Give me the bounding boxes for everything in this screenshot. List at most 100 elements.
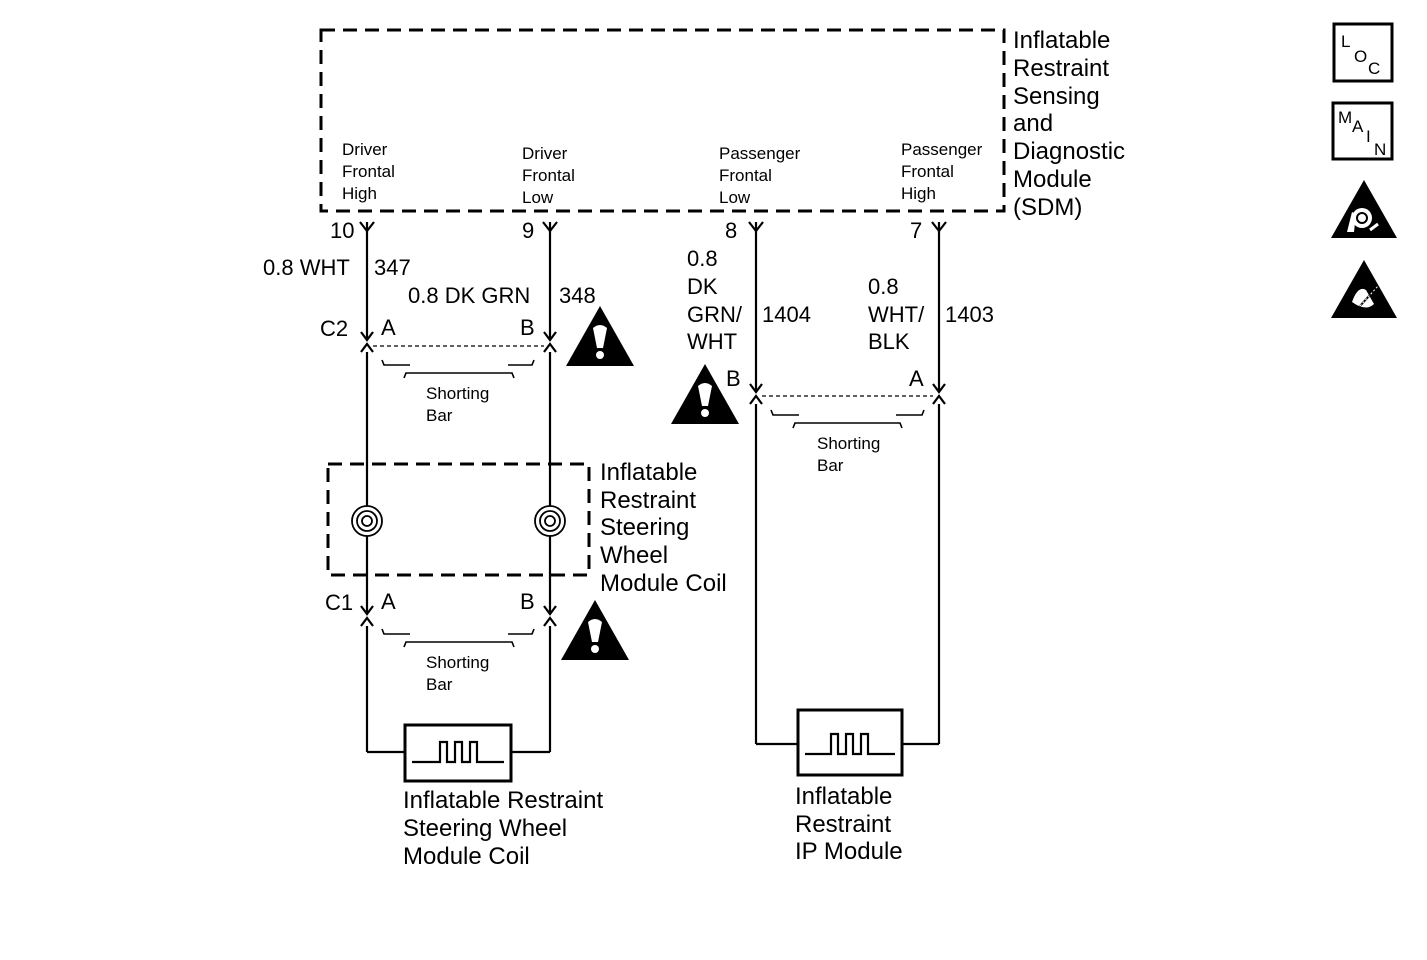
svg-text:Inflatable Restraint: Inflatable Restraint	[403, 787, 603, 814]
svg-text:Passenger: Passenger	[901, 140, 983, 159]
sdm-title-line: Sensing	[1013, 83, 1100, 110]
sdm-module-box	[319, 28, 1006, 213]
wire-348-circuit: 348	[559, 283, 596, 308]
svg-text:Low: Low	[719, 188, 751, 207]
connector-c2-label: C2	[320, 316, 348, 341]
svg-text:WHT/: WHT/	[868, 302, 925, 327]
wire-347-circuit: 347	[374, 255, 411, 280]
pin-number-10: 10	[330, 218, 354, 243]
svg-text:Restraint: Restraint	[600, 487, 696, 514]
wire-1404-circuit: 1404	[762, 302, 811, 327]
connector-passenger-pin-a: A	[909, 366, 924, 391]
svg-text:IP Module: IP Module	[795, 838, 903, 865]
sdm-title-line: Inflatable	[1013, 27, 1110, 54]
svg-text:N: N	[1374, 140, 1386, 159]
loc-icon[interactable]: L O C	[1332, 22, 1394, 83]
connector-c2-pin-a: A	[381, 315, 396, 340]
shorting-bar-label: Shorting	[817, 434, 880, 453]
pin-number-8: 8	[725, 218, 737, 243]
shorting-bar-label: Bar	[426, 675, 453, 694]
steering-wheel-coil-box	[326, 462, 591, 577]
svg-text:A: A	[1352, 117, 1364, 136]
svg-text:Steering: Steering	[600, 514, 689, 541]
squib-resistor-icon	[805, 732, 895, 756]
driver-module-label: Inflatable Restraint Steering Wheel Modu…	[403, 787, 603, 870]
connector-c1-pin-b: B	[520, 589, 535, 614]
pin-number-7: 7	[910, 218, 922, 243]
shorting-bar-label: Shorting	[426, 653, 489, 672]
passenger-high-wire	[902, 222, 941, 746]
svg-text:Frontal: Frontal	[522, 166, 575, 185]
ip-module-label: Inflatable Restraint IP Module	[795, 783, 903, 865]
ip-module-box	[796, 708, 904, 777]
sdm-title-line: (SDM)	[1013, 194, 1082, 221]
wire-1404-label: 0.8 DK GRN/ WHT 1404	[687, 246, 811, 354]
svg-text:O: O	[1354, 47, 1367, 66]
shorting-bar-c1: Shorting Bar	[381, 628, 535, 694]
svg-text:High: High	[901, 184, 936, 203]
svg-text:I: I	[1366, 127, 1371, 146]
svg-text:WHT: WHT	[687, 329, 737, 354]
shorting-bar-label: Bar	[817, 456, 844, 475]
warning-triangle-icon	[566, 306, 634, 366]
driver-high-wire	[365, 222, 404, 754]
svg-text:Low: Low	[522, 188, 554, 207]
svg-text:Frontal: Frontal	[901, 162, 954, 181]
svg-text:Module Coil: Module Coil	[403, 843, 530, 870]
svg-text:0.8: 0.8	[687, 246, 718, 271]
pin-number-9: 9	[522, 218, 534, 243]
wire-1403-label: 0.8 WHT/ BLK 1403	[868, 274, 994, 354]
wire-348-gauge-color: 0.8 DK GRN	[408, 283, 530, 308]
svg-text:Passenger: Passenger	[719, 144, 801, 163]
terminal-label-passenger-frontal-high: Passenger Frontal High	[901, 140, 983, 203]
connector-passenger-pin-b: B	[726, 366, 741, 391]
svg-text:BLK: BLK	[868, 329, 910, 354]
main-icon[interactable]: M A I N	[1331, 101, 1394, 161]
coil-module-label: Inflatable Restraint Steering Wheel Modu…	[600, 459, 727, 597]
svg-text:Module Coil: Module Coil	[600, 570, 727, 597]
svg-text:M: M	[1338, 108, 1352, 127]
svg-text:Driver: Driver	[522, 144, 568, 163]
driver-airbag-module-box	[403, 723, 513, 783]
clockspring-coil-icon	[351, 505, 383, 537]
connector-passenger: B A	[726, 366, 946, 405]
wire-1403-circuit: 1403	[945, 302, 994, 327]
warning-triangle-icon	[561, 600, 629, 660]
svg-text:Restraint: Restraint	[795, 811, 891, 838]
shorting-bar-label: Shorting	[426, 384, 489, 403]
sdm-title-line: Restraint	[1013, 55, 1109, 82]
terminal-label-driver-frontal-low: Driver Frontal Low	[522, 144, 575, 207]
svg-text:GRN/: GRN/	[687, 302, 743, 327]
svg-text:Inflatable: Inflatable	[795, 783, 892, 810]
airbag-warning-icon	[1331, 180, 1397, 238]
shorting-bar-passenger: Shorting Bar	[770, 409, 925, 475]
driver-low-wire	[511, 222, 552, 754]
svg-text:Frontal: Frontal	[719, 166, 772, 185]
terminal-label-passenger-frontal-low: Passenger Frontal Low	[719, 144, 801, 207]
squib-resistor-icon	[412, 740, 504, 764]
svg-text:DK: DK	[687, 274, 718, 299]
svg-text:Frontal: Frontal	[342, 162, 395, 181]
svg-text:C: C	[1368, 59, 1380, 78]
sdm-title-line: and	[1013, 110, 1053, 137]
connector-c2: C2 A B	[320, 315, 557, 353]
sdm-title-line: Diagnostic	[1013, 138, 1125, 165]
sdm-module-title: Inflatable Restraint Sensing and Diagnos…	[1013, 27, 1125, 221]
svg-text:Driver: Driver	[342, 140, 388, 159]
shorting-bar-label: Bar	[426, 406, 453, 425]
connector-c1-pin-a: A	[381, 589, 396, 614]
svg-text:0.8: 0.8	[868, 274, 899, 299]
svg-text:Wheel: Wheel	[600, 542, 668, 569]
connector-c1: C1 A B	[325, 589, 557, 627]
clockspring-coil-icon	[534, 505, 566, 537]
svg-text:Steering Wheel: Steering Wheel	[403, 815, 567, 842]
connector-c1-label: C1	[325, 590, 353, 615]
wire-347-gauge-color: 0.8 WHT	[263, 255, 350, 280]
shorting-bar-c2: Shorting Bar	[381, 359, 535, 425]
sdm-title-line: Module	[1013, 166, 1092, 193]
svg-text:High: High	[342, 184, 377, 203]
terminal-label-driver-frontal-high: Driver Frontal High	[342, 140, 395, 203]
svg-text:Inflatable: Inflatable	[600, 459, 697, 486]
svg-text:L: L	[1341, 32, 1350, 51]
